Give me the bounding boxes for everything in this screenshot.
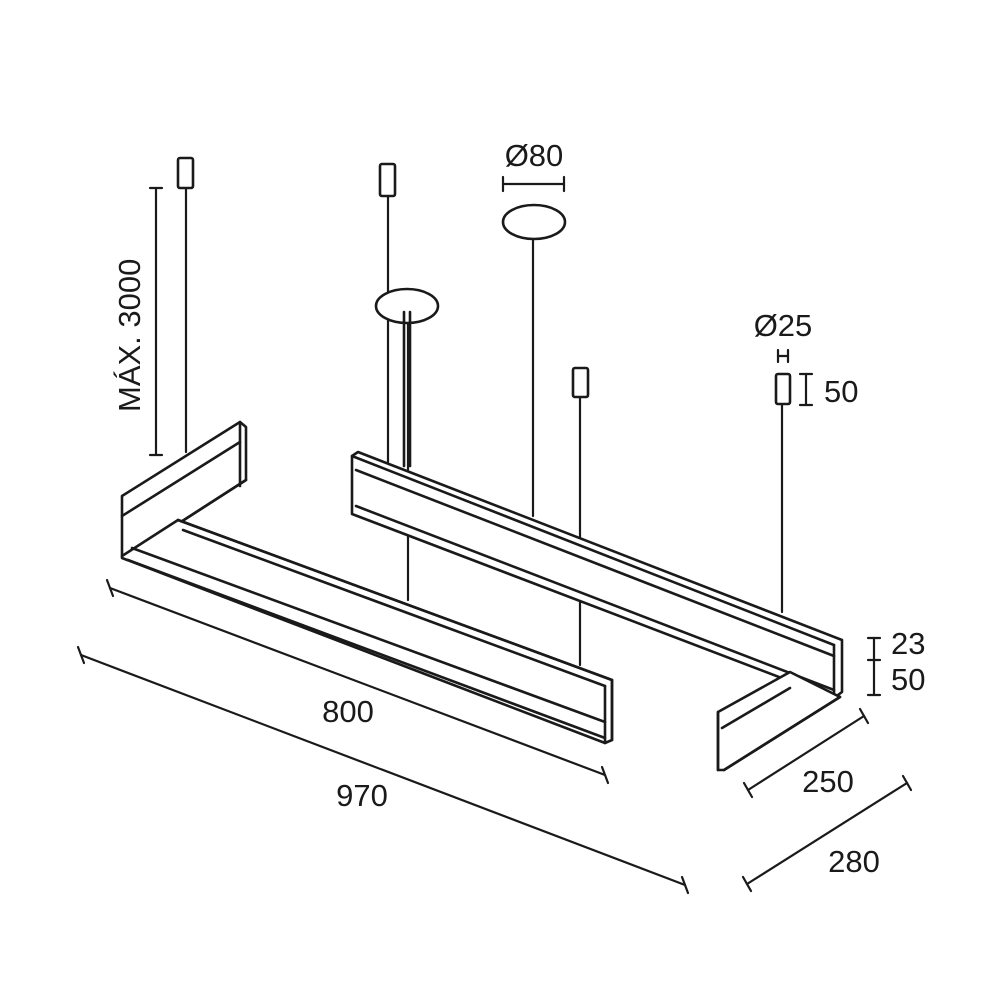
cable-cap-center-right (571, 366, 590, 399)
label-cap-diameter: Ø25 (754, 308, 813, 343)
dim-outer-width-line (745, 781, 909, 886)
left-bar-light-slot (130, 546, 607, 724)
dim-inner-length-line (108, 586, 607, 777)
label-outer-width: 280 (828, 844, 880, 879)
canopy-left (374, 287, 440, 325)
dim-inner-width-line (746, 714, 866, 792)
cable-cap-right (774, 372, 792, 406)
left-bar-bottom-edge (126, 558, 607, 740)
label-cap-height: 50 (824, 374, 858, 409)
label-canopy-diameter: Ø80 (505, 138, 564, 173)
right-bar-top-edge (350, 454, 836, 647)
label-max-height: MÁX. 3000 (112, 259, 147, 412)
dimension-labels: MÁX. 3000 Ø80 Ø25 50 23 50 800 970 250 2… (112, 138, 925, 879)
right-bar-light-slot (354, 504, 836, 692)
luminaire-left-section (120, 420, 614, 745)
left-end-top-edge (120, 440, 242, 518)
left-bar-top-edge (176, 518, 614, 682)
label-inner-length: 800 (322, 694, 374, 729)
cable-cap-center-left (378, 162, 397, 198)
ceiling-canopies (374, 203, 567, 468)
left-bar-inner-edge (181, 528, 607, 688)
right-end-bottom (722, 695, 842, 772)
label-inner-width: 250 (802, 764, 854, 799)
luminaire-right-section (350, 450, 844, 772)
dim-outer-length-line (79, 653, 687, 887)
cable-cap-left (176, 156, 195, 190)
cable-caps (176, 156, 792, 406)
canopy-right (501, 203, 567, 241)
right-long-bar (350, 450, 844, 700)
dimension-lines (76, 175, 913, 895)
right-end-inner-edge (720, 686, 792, 730)
label-profile-height: 50 (891, 662, 925, 697)
suspension-cables (184, 186, 784, 667)
label-outer-length: 970 (336, 778, 388, 813)
right-bar-groove (354, 468, 836, 658)
label-profile-top: 23 (891, 626, 925, 661)
